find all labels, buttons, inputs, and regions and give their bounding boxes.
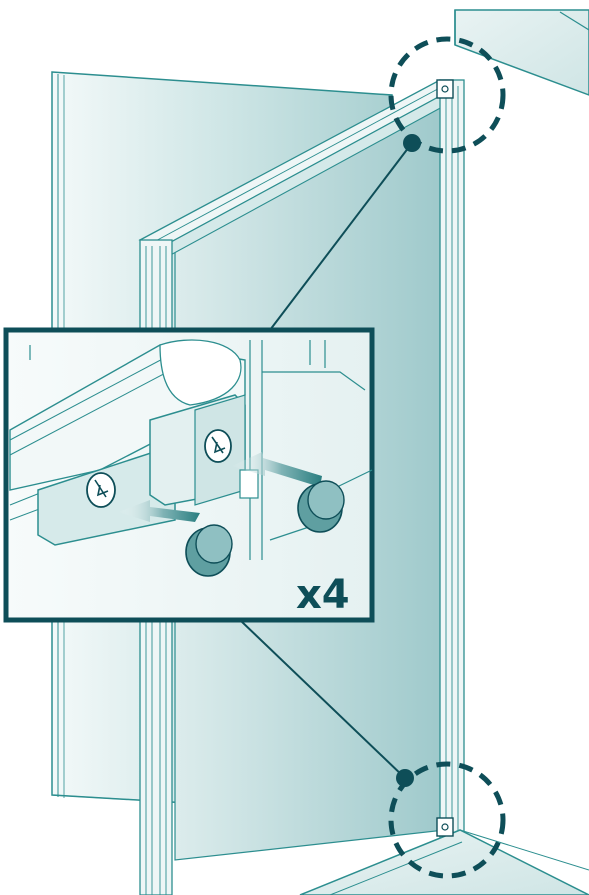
top-hinge-block xyxy=(437,80,453,98)
detail-callout: x4 xyxy=(6,330,372,620)
right-frame-profile xyxy=(440,80,464,840)
screw-head-icon-2 xyxy=(205,430,231,462)
bottom-leader-dot xyxy=(396,769,414,787)
quantity-label: x4 xyxy=(296,572,350,618)
screw-head-icon xyxy=(87,473,115,507)
bottom-hinge-block xyxy=(437,818,453,836)
cabinet-top-corner xyxy=(455,10,589,95)
top-leader-dot xyxy=(403,134,421,152)
